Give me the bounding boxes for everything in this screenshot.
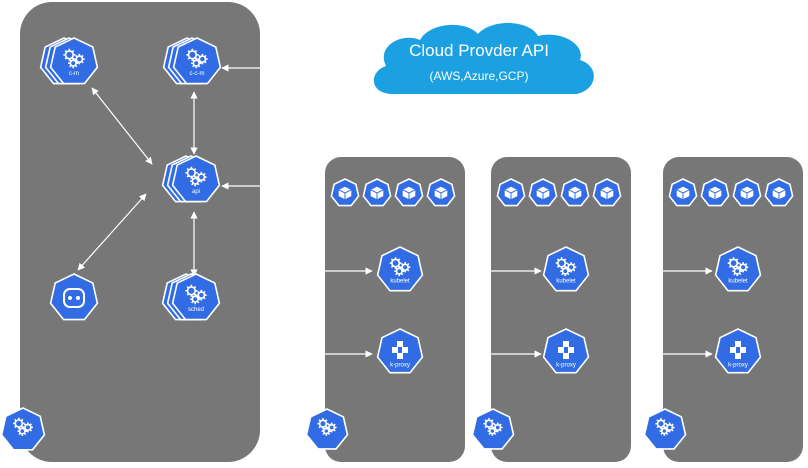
kube-proxy-icon: k-proxy <box>376 328 424 374</box>
pod-icon <box>700 178 730 207</box>
kproxy-label: k-proxy <box>556 362 576 368</box>
kubelet-icon: kubelet <box>376 246 424 292</box>
cloud-provider-api: Cloud Provder API (AWS,Azure,GCP) <box>373 22 594 94</box>
worker-node-panel <box>663 157 803 462</box>
controller-manager-label: c-m <box>69 71 79 77</box>
pod-icon <box>560 178 590 207</box>
kproxy-label: k-proxy <box>728 362 748 368</box>
worker-node-icon <box>643 408 687 450</box>
pod-icon <box>732 178 762 207</box>
connector-cm-api <box>91 87 153 165</box>
pod-icon <box>362 178 392 207</box>
pod-icon <box>592 178 622 207</box>
controller-manager-icon: c-m <box>39 37 99 85</box>
kubelet-label: kubelet <box>556 279 576 285</box>
kubelet-icon: kubelet <box>714 246 762 292</box>
worker-node-panel <box>491 157 631 462</box>
pod-icon <box>764 178 794 207</box>
scheduler-icon: sched <box>161 273 221 321</box>
scheduler-label: sched <box>188 307 204 313</box>
cloud-subtitle: (AWS,Azure,GCP) <box>430 69 529 83</box>
pod-icon <box>668 178 698 207</box>
kube-proxy-icon: k-proxy <box>542 328 590 374</box>
pod-icon <box>496 178 526 207</box>
api-server-icon: api <box>161 155 221 203</box>
cloud-title: Cloud Provder API <box>409 41 549 60</box>
kproxy-label: k-proxy <box>390 362 410 368</box>
control-plane-node-icon <box>0 407 46 451</box>
cloud-shape <box>373 22 594 94</box>
pod-icon <box>330 178 360 207</box>
connector-etcd-api <box>77 193 147 271</box>
pod-icon <box>394 178 424 207</box>
worker-node-icon <box>471 408 515 450</box>
worker-node-panel <box>325 157 465 462</box>
cloud-controller-manager-label: c-c-m <box>190 71 205 77</box>
etcd-icon <box>49 273 99 321</box>
kubelet-label: kubelet <box>390 279 410 285</box>
cloud-controller-manager-icon: c-c-m <box>162 37 222 85</box>
kubelet-icon: kubelet <box>542 246 590 292</box>
pod-icon <box>528 178 558 207</box>
kubelet-label: kubelet <box>728 279 748 285</box>
api-server-label: api <box>192 189 200 195</box>
worker-node-icon <box>305 408 349 450</box>
kube-proxy-icon: k-proxy <box>714 328 762 374</box>
pod-icon <box>426 178 456 207</box>
